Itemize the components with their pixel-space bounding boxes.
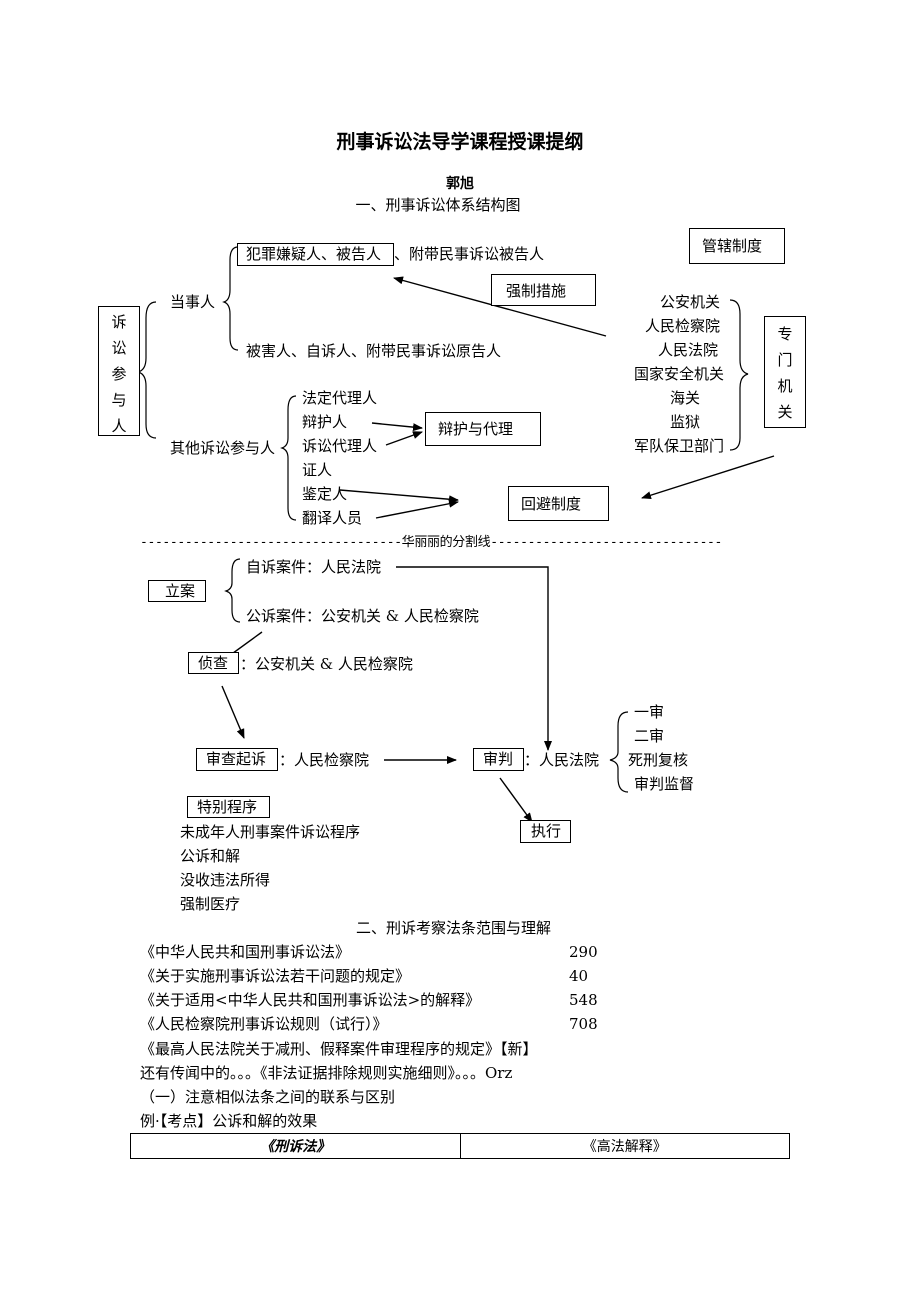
special-agencies-label-box: 专 门 机 关 (764, 316, 806, 428)
participants-char: 人 (111, 417, 127, 435)
arrow-investigation-review (221, 685, 245, 739)
agency-item: 人民法院 (657, 341, 718, 359)
other-item: 翻译人员 (302, 509, 363, 527)
special-procedure-box: 特别程序 (187, 796, 270, 818)
law-count: 40 (569, 967, 589, 985)
trial-stage: 审判监督 (634, 775, 695, 793)
agencies-char: 门 (777, 351, 793, 369)
special-item: 公诉和解 (180, 847, 241, 865)
law-count: 548 (569, 991, 598, 1009)
participants-char: 与 (111, 391, 127, 409)
recusal-box: 回避制度 (508, 486, 609, 521)
jurisdiction-box: 管辖制度 (689, 228, 785, 264)
other-item: 鉴定人 (302, 485, 348, 503)
other-item: 辩护人 (302, 413, 348, 431)
arrow-agencies-recusal (641, 455, 775, 500)
page-title: 刑事诉讼法导学课程授课提纲 (336, 131, 584, 153)
law-count: 708 (569, 1015, 598, 1033)
special-item: 未成年人刑事案件诉讼程序 (180, 823, 361, 841)
participants-char: 诉 (111, 313, 127, 331)
arrow-coercive (393, 276, 607, 337)
review-box: 审查起诉 (196, 748, 278, 771)
arrow-self-case (396, 566, 552, 751)
table-header-cpl: 《刑诉法》 (130, 1133, 461, 1159)
author-name: 郭旭 (446, 176, 474, 192)
arrow-trial-execution (499, 777, 533, 823)
execution-box: 执行 (520, 820, 571, 843)
victim-label: 被害人、自诉人、附带民事诉讼原告人 (246, 342, 502, 360)
section1-title: 一、刑事诉讼体系结构图 (355, 196, 521, 214)
participants-char: 讼 (111, 339, 127, 357)
agency-item: 监狱 (669, 413, 700, 431)
filing-box: 立案 (148, 580, 206, 602)
review-rest: ：人民检察院 (279, 751, 370, 769)
section2-title: 二、刑诉考察法条范围与理解 (356, 919, 552, 937)
investigation-rest: ：公安机关 & 人民检察院 (240, 655, 413, 673)
filing-brace (224, 558, 241, 623)
rumor-line: 还有传闻中的。。。《非法证据排除规则实施细则》。。。Orz (140, 1064, 513, 1082)
agencies-char: 专 (777, 325, 793, 343)
divider-line: -----------------------------------华丽丽的分… (140, 535, 723, 550)
agency-item: 国家安全机关 (633, 365, 724, 383)
table-header-row: 《刑诉法》 《高法解释》 (130, 1133, 790, 1159)
agencies-brace (729, 299, 749, 451)
agency-item: 公安机关 (659, 293, 720, 311)
comparison-table: 《刑诉法》 《高法解释》 (130, 1133, 790, 1159)
suspect-box: 犯罪嫌疑人、被告人 (237, 243, 394, 266)
other-item: 诉讼代理人 (302, 437, 378, 455)
trial-stage: 死刑复核 (628, 751, 689, 769)
trial-stage: 一审 (634, 703, 665, 721)
special-item: 强制医疗 (180, 895, 241, 913)
participants-char: 参 (111, 365, 127, 383)
agencies-char: 机 (777, 377, 793, 395)
other-participants-label: 其他诉讼参与人 (170, 439, 276, 457)
arrow-appraiser (339, 489, 459, 504)
others-brace (280, 395, 297, 521)
trial-box: 审判 (473, 748, 524, 771)
law-count: 290 (569, 943, 598, 961)
example-line: 例·【考点】公诉和解的效果 (140, 1112, 318, 1130)
arrow-translator (375, 499, 459, 519)
participants-brace (137, 301, 157, 439)
defense-agency-box: 辩护与代理 (425, 412, 541, 446)
trial-stages-brace (609, 711, 629, 793)
party-label: 当事人 (170, 293, 216, 311)
trial-stage: 二审 (634, 727, 665, 745)
participants-label-box: 诉 讼 参 与 人 (98, 306, 140, 436)
public-case-label: 公诉案件：公安机关 & 人民检察院 (246, 607, 479, 625)
party-brace (222, 246, 239, 351)
trial-rest: ：人民法院 (524, 751, 600, 769)
suspect-rest: 、附带民事诉讼被告人 (394, 245, 545, 263)
other-item: 法定代理人 (302, 389, 378, 407)
law-name: 《人民检察院刑事诉讼规则（试行）》 (140, 1015, 388, 1033)
agency-item: 军队保卫部门 (633, 437, 724, 455)
table-header-interpretation: 《高法解释》 (459, 1133, 790, 1159)
agency-item: 海关 (669, 389, 700, 407)
coercive-measures-box: 强制措施 (491, 274, 596, 306)
law-name: 《中华人民共和国刑事诉讼法》 (140, 943, 351, 961)
subsection-title: （一）注意相似法条之间的联系与区别 (140, 1088, 396, 1106)
arrow-agent (385, 431, 423, 446)
other-item: 证人 (302, 461, 333, 479)
investigation-box: 侦查 (188, 652, 239, 674)
self-case-label: 自诉案件：人民法院 (246, 558, 382, 576)
law-name: 《关于实施刑事诉讼法若干问题的规定》 (140, 967, 411, 985)
law-name: 《关于适用<中华人民共和国刑事诉讼法>的解释》 (140, 991, 481, 1009)
agencies-char: 关 (777, 403, 793, 421)
law-extra: 《最高人民法院关于减刑、假释案件审理程序的规定》【新】 (140, 1040, 538, 1058)
special-item: 没收违法所得 (180, 871, 271, 889)
arrow-defender (371, 422, 423, 432)
agency-item: 人民检察院 (644, 317, 720, 335)
